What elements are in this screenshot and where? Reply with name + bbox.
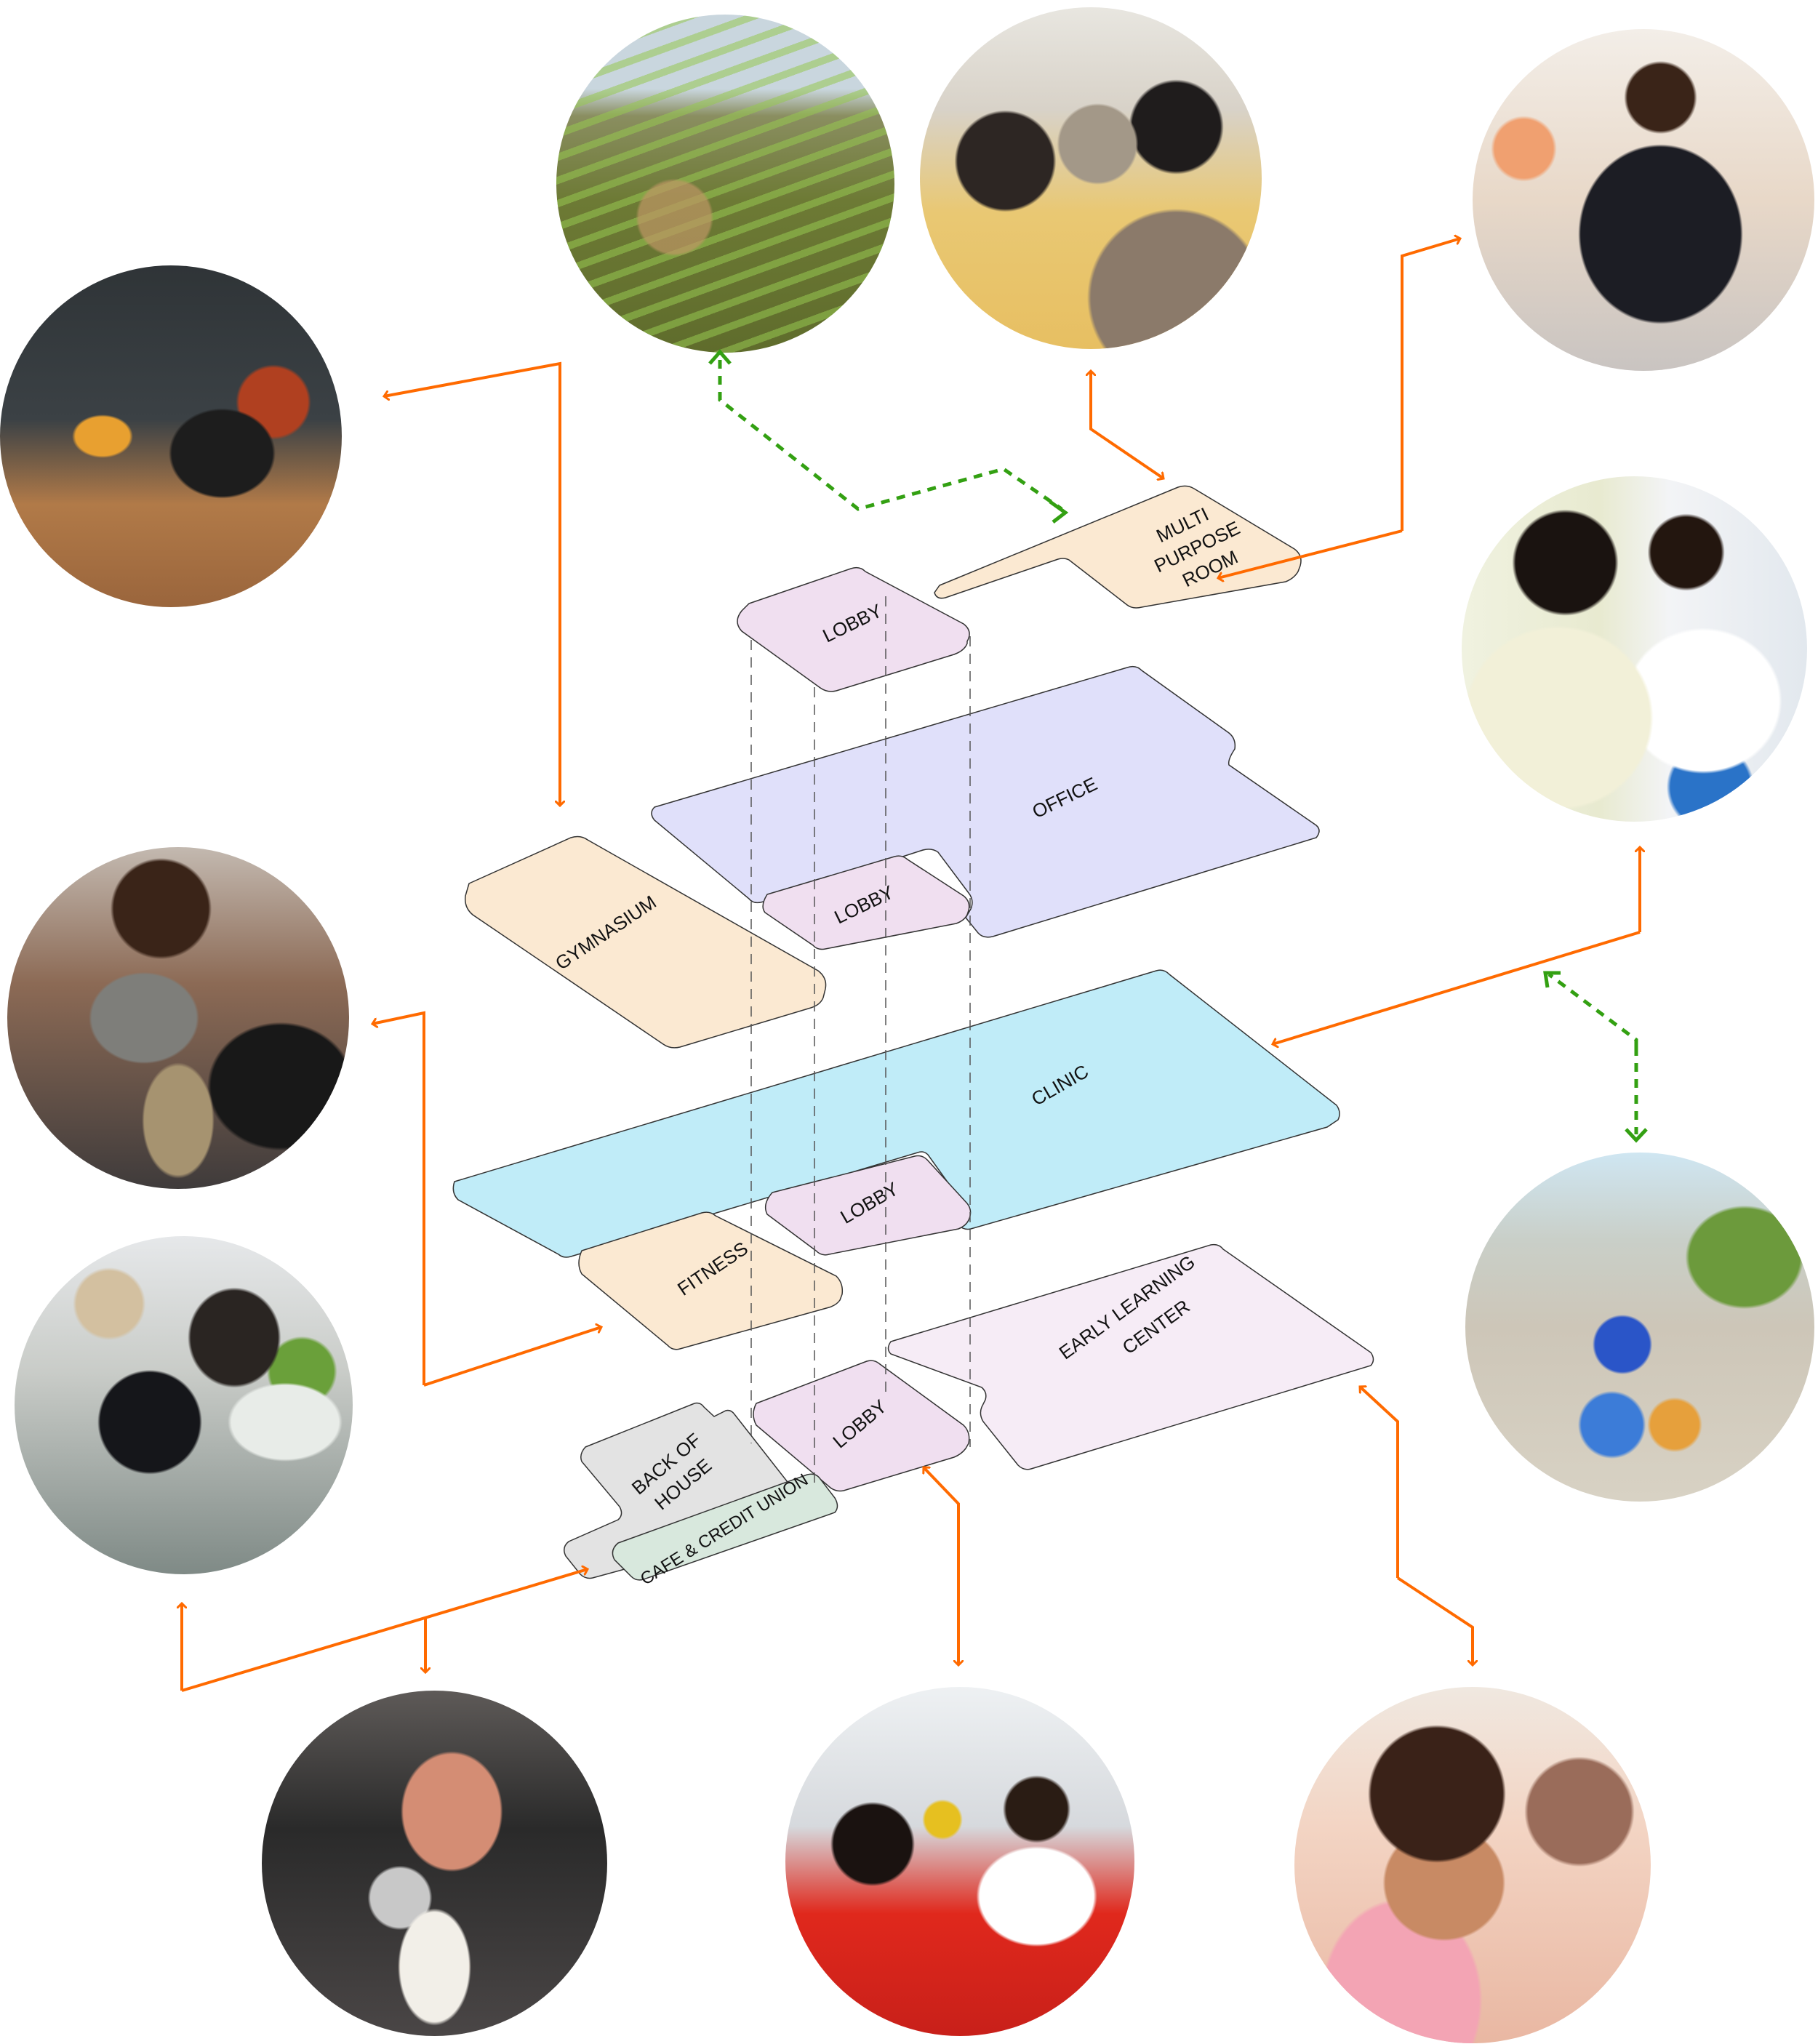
space-early-learning-center[interactable]: [887, 1243, 1374, 1470]
photo-community-meeting: [920, 7, 1262, 349]
photo-lobby-reception: [785, 1687, 1134, 2036]
photo-fitness-workout: [7, 847, 349, 1189]
space-lobby-3[interactable]: [764, 1155, 972, 1256]
core-guide-lines: [750, 596, 971, 1483]
shared-use-arrowheads: [708, 349, 1648, 1143]
space-lobby-top[interactable]: [737, 566, 970, 692]
space-fitness[interactable]: [578, 1211, 844, 1350]
photo-early-learning: [1294, 1687, 1651, 2043]
photo-clinic-doctor: [1462, 476, 1807, 822]
arrow-lobby-reception: [924, 1467, 960, 1662]
shared-use-arrows: [718, 360, 1638, 1134]
arrow-multipurpose-meeting: [1089, 371, 1164, 478]
space-gymnasium[interactable]: [464, 835, 827, 1049]
photo-cafe-latte: [262, 1691, 607, 2036]
arrow-office-worker: [1401, 239, 1460, 531]
connection-arrows: [182, 239, 1640, 1692]
photo-office-worker: [1473, 29, 1814, 371]
space-office[interactable]: [651, 665, 1320, 938]
arrow-early-learning: [1360, 1387, 1399, 1578]
arrow-fitness-workout: [372, 1011, 425, 1385]
arrow-gymnasium-basketball: [384, 361, 561, 806]
space-lobby-ground[interactable]: [753, 1360, 970, 1492]
photo-basketball: [0, 265, 342, 607]
photo-playground: [1465, 1153, 1814, 1502]
space-multi-purpose-room[interactable]: [934, 485, 1302, 609]
photo-credit-union: [15, 1236, 353, 1574]
space-cafe-credit-union[interactable]: [612, 1473, 838, 1581]
arrow-playground-clinic: [1547, 973, 1638, 1047]
space-lobby-2[interactable]: [762, 855, 970, 950]
photo-urban-farm: [556, 15, 894, 353]
arrow-farm-multipurpose: [718, 360, 1063, 511]
